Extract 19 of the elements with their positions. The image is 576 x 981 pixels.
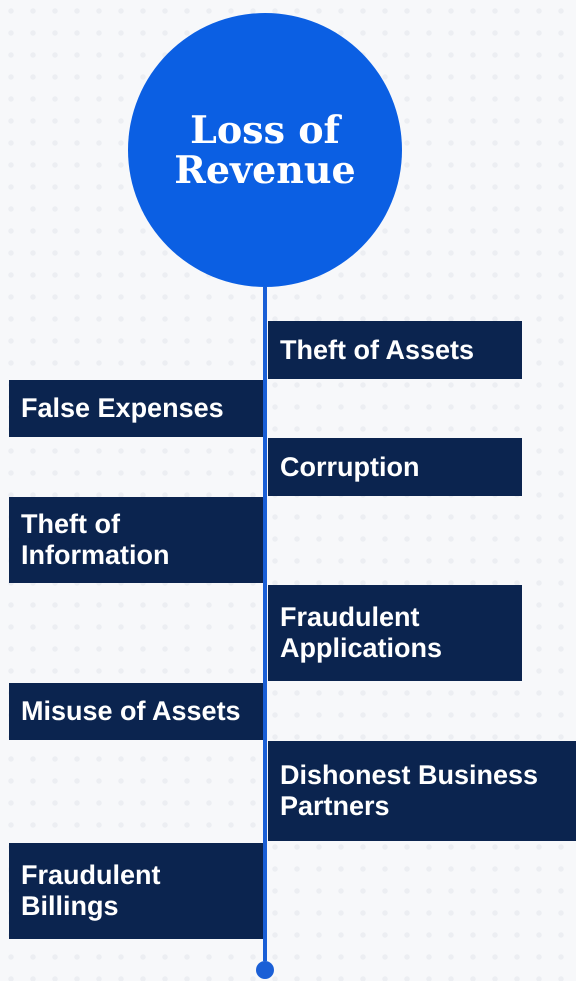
category-label: False Expenses: [21, 393, 224, 424]
category-box: [9, 843, 263, 939]
category-label: Corruption: [280, 452, 420, 482]
category-box: [9, 380, 263, 437]
category-box: [9, 683, 263, 740]
category-label: Fraudulent Billings: [21, 860, 162, 922]
timeline-line: [263, 287, 267, 961]
category-box: [268, 438, 522, 496]
category-box: [9, 497, 263, 583]
category-box: [268, 585, 522, 681]
category-box: [268, 741, 576, 841]
category-label: Theft of Assets: [280, 334, 474, 366]
title-text: Loss of Revenue: [173, 110, 357, 190]
category-label: Dishonest Business Partners: [280, 760, 540, 822]
end-dot: [256, 961, 274, 979]
category-box: [268, 321, 522, 379]
category-label: Fraudulent Applications: [280, 602, 444, 664]
category-label: Misuse of Assets: [21, 696, 241, 727]
category-label: Theft of Information: [21, 509, 170, 571]
